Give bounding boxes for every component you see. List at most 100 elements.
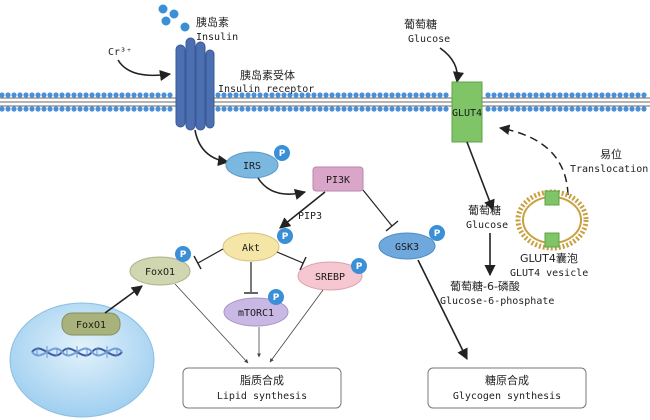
membrane-head (299, 92, 305, 98)
membrane-head (509, 92, 515, 98)
membrane-head (503, 92, 509, 98)
membrane-head (83, 92, 89, 98)
phospho-label: P (434, 229, 441, 239)
membrane-head (545, 92, 551, 98)
membrane-head (437, 106, 443, 112)
membrane-head (77, 92, 83, 98)
phospho-icon (274, 145, 290, 161)
membrane-head (515, 106, 521, 112)
membrane-head (167, 92, 173, 98)
membrane-head (533, 106, 539, 112)
phospho-icon (175, 246, 191, 262)
membrane-head (155, 92, 161, 98)
membrane-head (587, 106, 593, 112)
lipid-synthesis-box: 脂质合成 Lipid synthesis (182, 367, 342, 409)
phospho-icon (268, 289, 284, 305)
membrane-head (419, 92, 425, 98)
srebp-to-lipid-arrow (269, 289, 324, 363)
membrane-head (491, 92, 497, 98)
membrane-head (305, 92, 311, 98)
membrane-head (329, 106, 335, 112)
cell-membrane (0, 92, 650, 112)
membrane-head (335, 92, 341, 98)
membrane-head (389, 92, 395, 98)
membrane-head (233, 106, 239, 112)
membrane-head (617, 92, 623, 98)
insulin-receptor (175, 37, 215, 131)
membrane-head (341, 106, 347, 112)
membrane-head (245, 106, 251, 112)
membrane-head (35, 92, 41, 98)
membrane-head (359, 106, 365, 112)
irs-node: IRS P (225, 145, 290, 179)
phospho-icon (351, 258, 367, 274)
membrane-head (413, 92, 419, 98)
membrane-head (71, 106, 77, 112)
membrane-head (425, 92, 431, 98)
membrane-head (119, 92, 125, 98)
membrane-head (539, 106, 545, 112)
membrane-head (437, 92, 443, 98)
glut4-to-glucose-arrow (466, 141, 495, 212)
membrane-head (587, 92, 593, 98)
glycogen-label-cn: 糖原合成 (485, 373, 529, 387)
membrane-head (593, 106, 599, 112)
membrane-head (311, 92, 317, 98)
membrane-head (401, 106, 407, 112)
receptor-label-cn: 胰岛素受体 (240, 68, 295, 82)
membrane-head (599, 92, 605, 98)
membrane-head (149, 106, 155, 112)
membrane-head (239, 92, 245, 98)
membrane-head (407, 106, 413, 112)
membrane-head (227, 92, 233, 98)
insulin-dot (158, 4, 168, 14)
membrane-head (119, 106, 125, 112)
akt-inhibits-srebp (276, 251, 304, 264)
membrane-head (497, 92, 503, 98)
membrane-head (533, 92, 539, 98)
membrane-head (221, 106, 227, 112)
membrane-head (635, 92, 641, 98)
nucleus-to-foxo1-arrow (104, 285, 143, 314)
membrane-head (353, 92, 359, 98)
membrane-head (107, 92, 113, 98)
phospho-label: P (180, 250, 187, 260)
g6p-label-cn: 葡萄糖-6-磷酸 (450, 279, 520, 293)
membrane-head (515, 92, 521, 98)
pip3-label: PIP3 (298, 211, 322, 222)
foxo1-node: FoxO1 P (129, 246, 191, 286)
membrane-head (413, 106, 419, 112)
membrane-head (491, 106, 497, 112)
pi3k-node: PI3K (312, 166, 364, 192)
membrane-head (497, 106, 503, 112)
insulin-label-en: Insulin (196, 32, 238, 43)
membrane-head (509, 106, 515, 112)
membrane-head (371, 92, 377, 98)
phospho-icon (277, 228, 293, 244)
membrane-head (257, 106, 263, 112)
membrane-head (317, 106, 323, 112)
membrane-head (47, 92, 53, 98)
membrane-head (113, 92, 119, 98)
membrane-head (263, 106, 269, 112)
irs-label: IRS (243, 161, 261, 172)
membrane-head (125, 92, 131, 98)
membrane-head (83, 106, 89, 112)
membrane-head (65, 92, 71, 98)
membrane-head (539, 92, 545, 98)
srebp-label: SREBP (315, 272, 345, 283)
phospho-icon (429, 225, 445, 241)
mtorc1-node: mTORC1 P (223, 289, 289, 327)
glucose-top-label-en: Glucose (408, 34, 450, 45)
akt-inhibits-foxo1 (197, 248, 224, 264)
membrane-head (377, 106, 383, 112)
membrane-head (281, 92, 287, 98)
membrane-head (347, 92, 353, 98)
receptor-to-irs-arrow (194, 129, 230, 167)
foxo1-to-lipid-arrow (174, 283, 249, 364)
membrane-head (377, 92, 383, 98)
membrane-head (239, 106, 245, 112)
membrane-head (65, 106, 71, 112)
membrane-head (563, 106, 569, 112)
